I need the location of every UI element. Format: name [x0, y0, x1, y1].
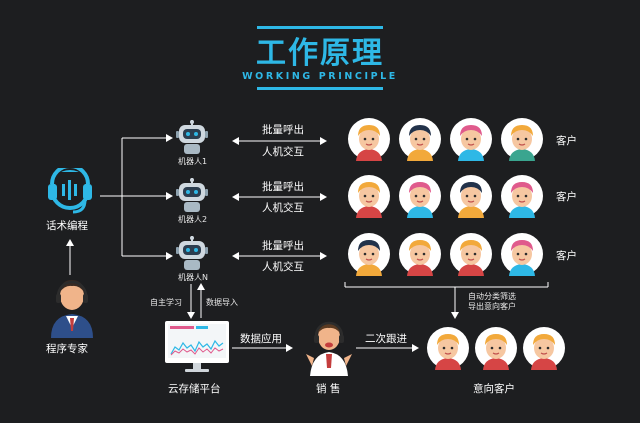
customer-face	[449, 117, 493, 161]
customer-face	[398, 117, 442, 161]
customer-label-1: 客户	[556, 135, 577, 147]
monitor-icon	[165, 321, 229, 372]
sales-label: 销 售	[316, 383, 341, 395]
auto-classify-label: 自动分类筛选	[468, 292, 516, 301]
title-bar-bottom	[257, 87, 383, 90]
robot-icon-2	[176, 178, 208, 212]
customer-label-3: 客户	[556, 250, 577, 262]
self-learning-label: 自主学习	[150, 298, 182, 307]
customer-face	[347, 232, 391, 276]
robot-icon-n	[176, 236, 208, 270]
salesperson-avatar	[306, 321, 352, 376]
expert-avatar	[51, 280, 93, 338]
hci-label-1: 人机交互	[262, 146, 304, 158]
page-subtitle: WORKING PRINCIPLE	[242, 71, 398, 82]
data-import-label: 数据导入	[206, 298, 238, 307]
intent-customer-label: 意向客户	[473, 383, 515, 395]
customer-face	[500, 232, 544, 276]
title-bar-top	[257, 26, 383, 29]
customer-face	[347, 174, 391, 218]
customer-face	[398, 232, 442, 276]
customer-face	[449, 174, 493, 218]
headset-icon	[48, 168, 92, 214]
batch-call-label-3: 批量呼出	[262, 240, 304, 252]
batch-call-label-2: 批量呼出	[262, 181, 304, 193]
customer-face	[500, 117, 544, 161]
robot-label-n: 机器人N	[178, 273, 208, 282]
page-title: 工作原理	[256, 36, 384, 71]
customer-face	[398, 174, 442, 218]
data-apply-label: 数据应用	[240, 333, 282, 345]
customer-face	[500, 174, 544, 218]
intent-customer-face	[522, 326, 566, 370]
export-intent-label: 导出意向客户	[468, 302, 516, 311]
expert-label: 程序专家	[46, 343, 88, 355]
second-followup-label: 二次跟进	[365, 333, 407, 345]
customer-label-2: 客户	[556, 191, 577, 203]
intent-customer-face	[426, 326, 470, 370]
script-programming-label: 话术编程	[46, 220, 88, 232]
robot-label-2: 机器人2	[178, 215, 208, 224]
hci-label-2: 人机交互	[262, 202, 304, 214]
robot-icon-1	[176, 120, 208, 154]
hci-label-3: 人机交互	[262, 261, 304, 273]
cloud-platform-label: 云存储平台	[168, 383, 221, 395]
robot-label-1: 机器人1	[178, 157, 208, 166]
batch-call-label-1: 批量呼出	[262, 124, 304, 136]
customer-face	[347, 117, 391, 161]
intent-customer-face	[474, 326, 518, 370]
customer-face	[449, 232, 493, 276]
